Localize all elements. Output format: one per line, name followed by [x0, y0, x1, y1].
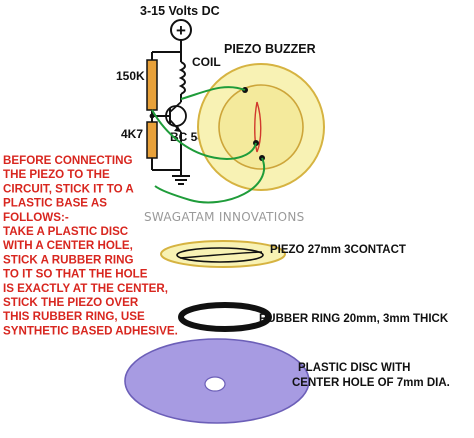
instruction-line: WITH A CENTER HOLE,	[3, 239, 133, 252]
piezo-wire-ground	[154, 157, 265, 204]
instruction-line: TAKE A PLASTIC DISC	[3, 225, 129, 238]
instruction-line: TO IT SO THAT THE HOLE	[3, 268, 148, 281]
ground-wiring	[152, 132, 182, 176]
supply-voltage-label: 3-15 Volts DC	[140, 4, 220, 18]
ground-symbol-icon	[172, 175, 190, 185]
rubber-ring	[178, 302, 272, 332]
instruction-line: CIRCUIT, STICK IT TO A	[3, 182, 134, 195]
plastic-disc-label-line1: PLASTIC DISC WITH	[298, 362, 410, 374]
base-junction-dot	[149, 113, 155, 119]
instruction-line: STICK A RUBBER RING	[3, 253, 134, 266]
supply-rail	[151, 40, 182, 62]
coil-inductor-icon	[178, 61, 186, 95]
instruction-line: STICK THE PIEZO OVER	[3, 296, 139, 309]
plastic-disc-label-line2: CENTER HOLE OF 7mm DIA.	[292, 377, 450, 389]
rubber-ring-label: RUBBER RING 20mm, 3mm THICK	[259, 313, 449, 325]
piezo-wire-feedback	[151, 109, 257, 160]
resistor-4k7	[146, 121, 158, 159]
piezo-feedback-electrode-icon	[254, 101, 262, 153]
coil-label: COIL	[192, 55, 221, 69]
plastic-disc-center-hole	[204, 376, 226, 392]
resistor-150k	[146, 59, 158, 111]
piezo-part-label: PIEZO 27mm 3CONTACT	[270, 244, 406, 256]
instruction-line: PLASTIC BASE AS	[3, 197, 107, 210]
instruction-line: THIS RUBBER RING, USE	[3, 310, 145, 323]
piezo-buzzer-title: PIEZO BUZZER	[224, 42, 316, 56]
resistor-150k-label: 150K	[116, 69, 145, 83]
resistor-4k7-label: 4K7	[121, 127, 143, 141]
piezo-wire-collector	[180, 86, 246, 100]
watermark-text: SWAGATAM INNOVATIONS	[144, 210, 305, 224]
instruction-line: THE PIEZO TO THE	[3, 168, 110, 181]
positive-terminal-symbol: +	[176, 21, 186, 40]
instruction-line: SYNTHETIC BASED ADHESIVE.	[3, 324, 178, 337]
instruction-line: BEFORE CONNECTING	[3, 154, 132, 167]
piezo-part-electrode-icon	[179, 251, 263, 259]
instruction-line: FOLLOWS:-	[3, 211, 69, 224]
instruction-line: IS EXACTLY AT THE CENTER,	[3, 282, 168, 295]
